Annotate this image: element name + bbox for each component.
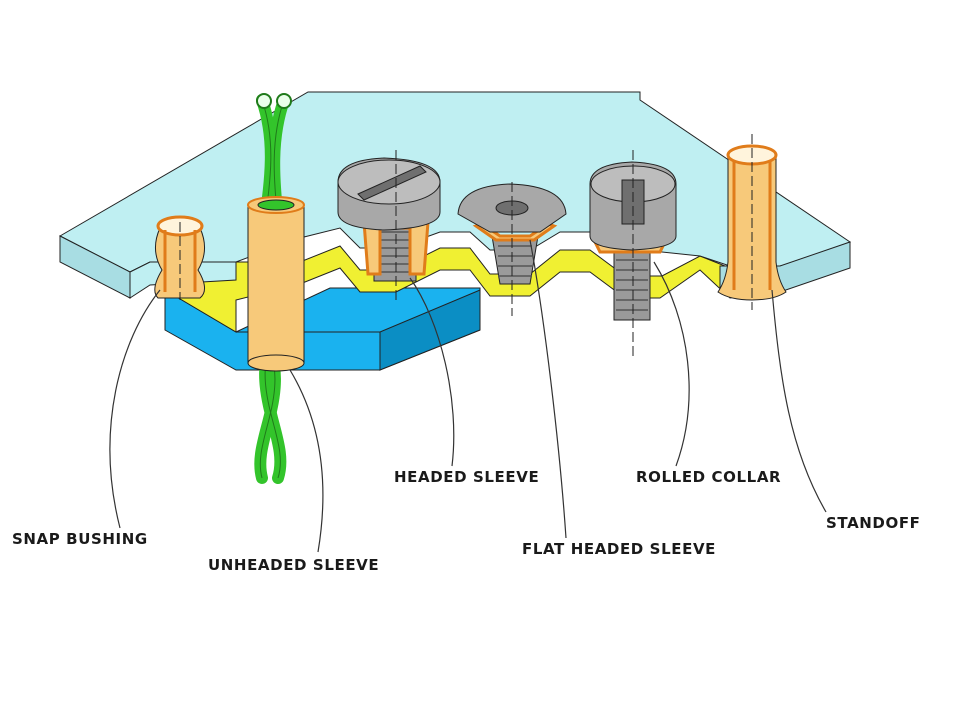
label-snap-bushing: SNAP BUSHING: [12, 530, 148, 548]
label-unheaded-sleeve: UNHEADED SLEEVE: [208, 556, 380, 574]
label-rolled-collar: ROLLED COLLAR: [636, 468, 782, 486]
standoff: [717, 134, 787, 310]
unheaded-sleeve: [247, 196, 305, 372]
leader-standoff: [771, 289, 827, 513]
flat-headed-sleeve: [457, 182, 567, 316]
insulator-layer: [149, 245, 782, 333]
leader-rolled-collar: [653, 261, 690, 467]
label-standoff: STANDOFF: [826, 514, 921, 532]
leader-lines: [109, 239, 827, 553]
leader-headed-sleeve: [409, 277, 455, 467]
leader-flat-headed-sleeve: [529, 239, 567, 539]
leader-unheaded-sleeve: [289, 369, 324, 553]
snap-bushing: [154, 215, 205, 300]
rolled-collar: [589, 150, 677, 356]
headed-sleeve: [337, 150, 441, 300]
label-headed-sleeve: HEADED SLEEVE: [394, 468, 540, 486]
label-flat-headed-sleeve: FLAT HEADED SLEEVE: [522, 540, 716, 558]
leader-snap-bushing: [109, 289, 161, 529]
